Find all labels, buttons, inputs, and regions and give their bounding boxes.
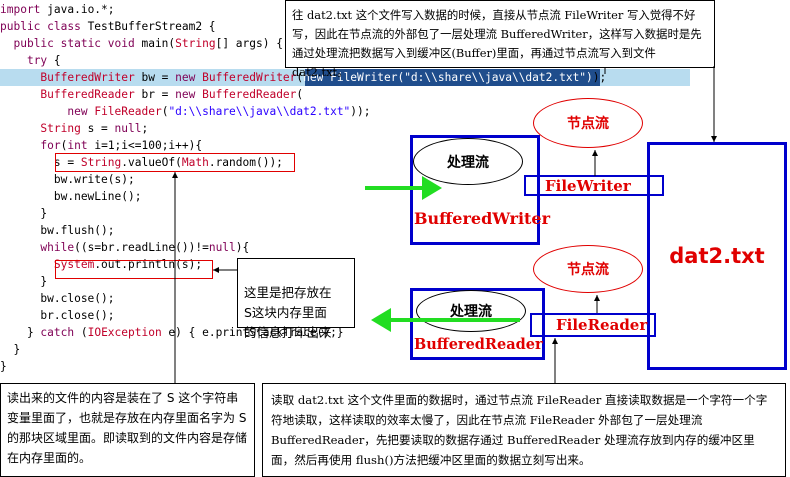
- code-line-10: s = String.valueOf(Math.random());: [0, 156, 283, 169]
- code-line-4: try {: [26, 54, 61, 67]
- file-reader-box: [530, 313, 656, 337]
- text-selection: [305, 69, 600, 86]
- buffered-writer-label: BufferedWriter: [414, 209, 551, 228]
- file-writer-label: FileWriter: [545, 177, 631, 195]
- print-note: 这里是把存放在 S这块内存里面 的信息打印出来: [237, 258, 355, 340]
- code-line-2: public class TestBufferStream2 {: [0, 20, 216, 33]
- code-editor[interactable]: import java.io.*; public class TestBuffe…: [0, 0, 690, 373]
- code-line-17: }: [0, 275, 48, 288]
- code-line-22: }: [0, 360, 7, 373]
- top-note: 往 dat2.txt 这个文件写入数据的时候，直接从节点流 FileWriter…: [285, 0, 715, 79]
- code-line-21: }: [0, 343, 21, 356]
- highlight-assign-box: [55, 153, 295, 172]
- dat2-file-box: dat2.txt: [647, 142, 787, 370]
- code-line-6: BufferedReader br = new BufferedReader(: [40, 88, 304, 101]
- code-line-18: bw.close();: [0, 292, 115, 305]
- bottom-right-note: 读取 dat2.txt 这个文件里面的数据时，通过节点流 FileReader …: [262, 383, 786, 477]
- buffered-reader-label: BufferedReader: [414, 336, 543, 353]
- code-line-20: } catch (IOException e) { e.printStackTr…: [0, 326, 344, 339]
- bottom-left-note: 读出来的文件的内容是装在了 S 这个字符串变量里面了，也就是存放在内存里面名字为…: [0, 383, 255, 477]
- writer-node-stream-ellipse: 节点流: [533, 98, 643, 148]
- reader-node-stream-ellipse: 节点流: [533, 245, 643, 293]
- code-line-7: new FileReader("d:\\share\\java\\dat2.tx…: [67, 105, 371, 118]
- code-line-13: }: [0, 207, 48, 220]
- code-line-8: String s = null;: [40, 122, 149, 135]
- code-line-1: import java.io.*;: [0, 3, 115, 16]
- code-line-9: for(int i=1;i<=100;i++){: [40, 139, 203, 152]
- code-line-14: bw.flush();: [0, 224, 115, 237]
- code-line-11: bw.write(s);: [0, 173, 135, 186]
- highlight-println-box: [55, 260, 213, 279]
- code-line-19: br.close();: [0, 309, 115, 322]
- writer-processing-stream-ellipse: 处理流: [413, 138, 523, 185]
- code-line-5: BufferedWriter bw = new BufferedWriter(n…: [40, 71, 607, 84]
- code-line-12: bw.newLine();: [0, 190, 142, 203]
- file-writer-box: [524, 175, 664, 196]
- dat2-file-label: dat2.txt: [669, 244, 765, 268]
- code-line-3: public static void main(String[] args) {: [13, 37, 283, 50]
- reader-processing-stream-ellipse: 处理流: [416, 290, 526, 332]
- file-reader-label: FileReader: [556, 316, 648, 334]
